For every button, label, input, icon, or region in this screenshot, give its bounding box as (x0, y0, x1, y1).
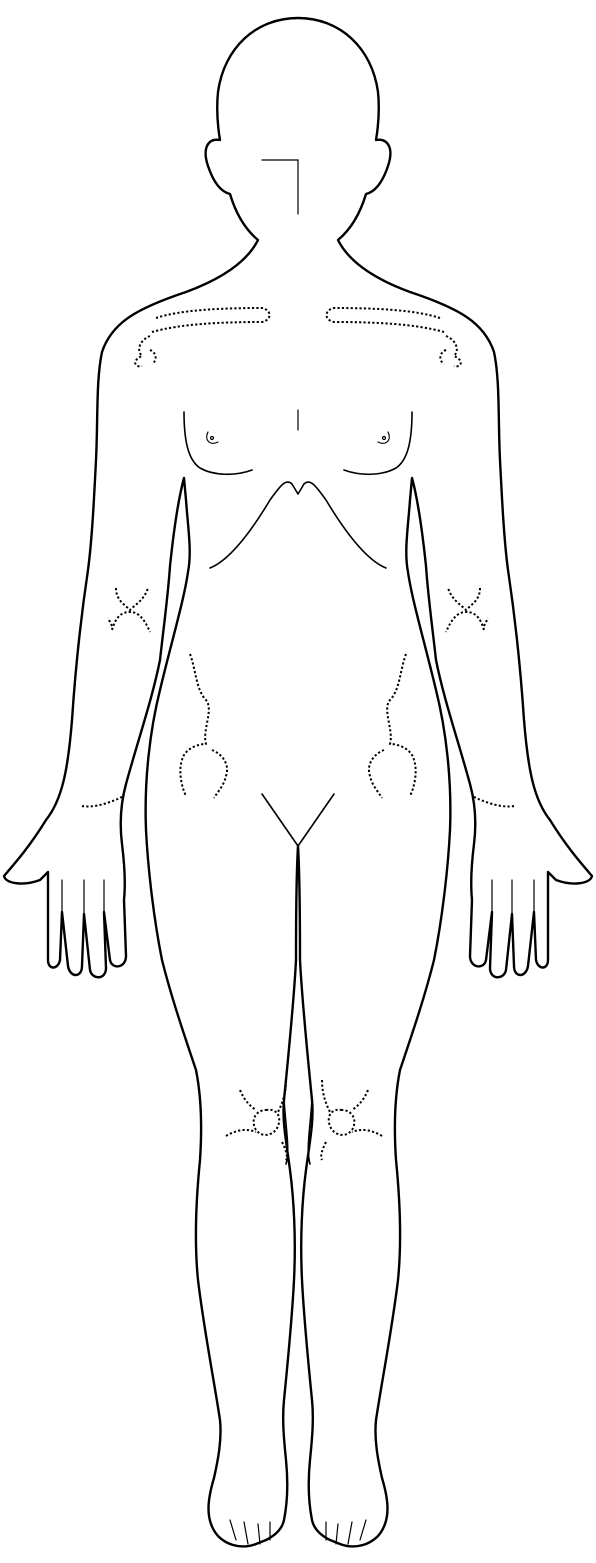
body-silhouette (4, 18, 592, 1546)
